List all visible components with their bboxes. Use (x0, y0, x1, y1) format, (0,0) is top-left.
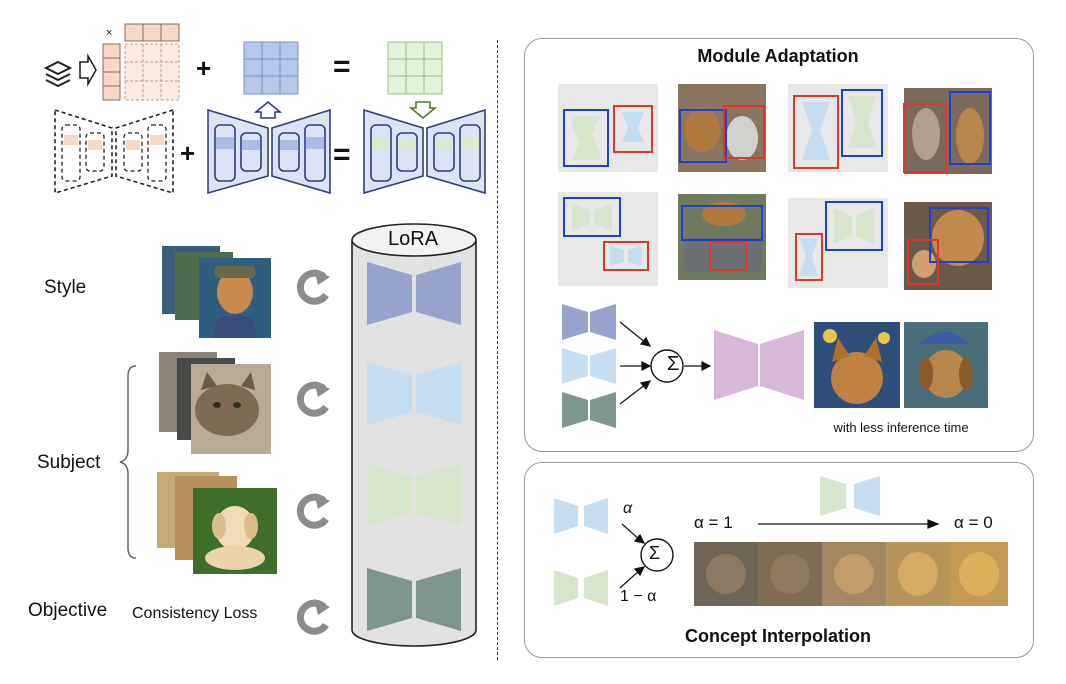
layers-icon (43, 60, 73, 88)
inference-caption: with less inference time (833, 420, 969, 435)
config-box-1 (558, 84, 658, 172)
dashed-unet (54, 108, 174, 195)
up-arrow-icon (253, 100, 283, 119)
sum-circle-adaptation (650, 349, 684, 383)
times-symbol: × (106, 27, 113, 39)
consistency-loss-label: Consistency Loss (132, 605, 258, 622)
equals-symbol-bottom: = (333, 138, 351, 171)
dashed-unet-fill (64, 135, 164, 150)
config-box-4 (788, 198, 888, 288)
interp-arrows (619, 519, 940, 589)
matrix-blue (243, 41, 299, 95)
sum-symbol-interpolation: Σ (649, 543, 661, 563)
lora-cylinder (351, 223, 477, 647)
concept-interpolation-title: Concept Interpolation (685, 626, 871, 646)
interp-lora-green (554, 570, 608, 606)
merge-arrows (619, 321, 712, 405)
config-box-3 (558, 192, 658, 286)
subject1-lora-block (367, 362, 461, 425)
down-arrow-icon (408, 101, 438, 120)
equals-symbol-top: = (333, 50, 351, 83)
matrix-green (387, 41, 443, 95)
concept-interpolation-figure (554, 476, 1008, 606)
one-minus-alpha-label: 1 − α (620, 588, 657, 605)
merged-lora (714, 330, 804, 400)
merge-input-loras (562, 304, 616, 428)
dashed-unet-blocks (61, 124, 167, 182)
alpha-label: α (623, 500, 633, 517)
dog-cat-image-1 (678, 84, 766, 172)
subject-label: Subject (37, 452, 101, 473)
config-box-2 (788, 84, 888, 172)
base-unet-fill (216, 137, 324, 150)
subject2-lora-block (367, 463, 461, 526)
plus-symbol-bottom: + (180, 138, 196, 168)
style-label: Style (44, 277, 87, 298)
result-unet (363, 108, 486, 195)
module-adaptation-figure (558, 84, 992, 428)
matrix-a (102, 43, 121, 101)
result-unet-fill (372, 137, 479, 150)
training-cycles (296, 269, 330, 635)
sum-circle-interpolation (640, 538, 674, 572)
interp-lora-mixed (820, 476, 880, 516)
plus-symbol-top: + (196, 53, 212, 83)
cat-image (191, 364, 271, 454)
subject-brace (119, 365, 137, 559)
small-arrow-icon (79, 52, 97, 88)
base-unet (207, 108, 331, 195)
starry-cat-image (814, 322, 900, 408)
dog-cat-image-3 (904, 202, 992, 290)
sum-symbol-adaptation: Σ (667, 353, 680, 375)
alpha-end-label: α = 0 (954, 513, 993, 532)
matrix-b (124, 23, 180, 42)
alpha-start-label: α = 1 (694, 513, 733, 532)
matrix-product (124, 43, 180, 101)
cat-dog-image-2 (903, 88, 992, 174)
interp-image-strip (694, 542, 1008, 606)
section-divider (497, 40, 498, 660)
training-image-stacks (157, 246, 277, 574)
interp-lora-blue (554, 498, 608, 534)
starry-dog-image (904, 322, 988, 408)
car-dog-image (678, 194, 766, 280)
dog-image (193, 488, 277, 574)
style-image (199, 258, 271, 338)
lowrank-illustration (43, 23, 486, 195)
module-adaptation-title: Module Adaptation (697, 46, 859, 66)
style-lora-block (367, 262, 461, 325)
objective-label: Objective (28, 600, 108, 621)
objective-lora-block (367, 568, 461, 631)
lora-label: LoRA (388, 228, 439, 250)
